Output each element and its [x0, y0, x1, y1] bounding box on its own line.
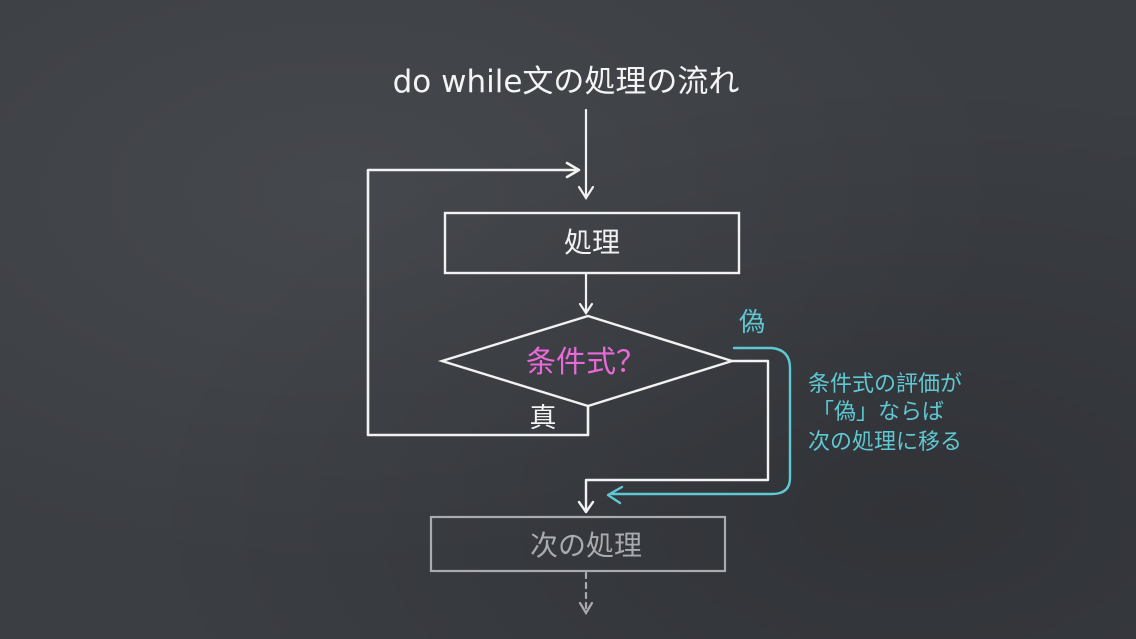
note-line-1: 条件式の評価が [808, 372, 962, 397]
false-path-highlight [606, 346, 792, 505]
entry-arrow [577, 108, 595, 201]
false-path [577, 359, 770, 514]
continuation-arrow [578, 571, 594, 616]
process-label: 処理 [564, 226, 620, 259]
condition-node: 条件式？ [437, 314, 737, 408]
process-to-condition-arrow [578, 271, 594, 315]
note-line-2: 「偽」ならば [812, 400, 944, 425]
process-node: 処理 [443, 211, 741, 275]
note-line-3: 次の処理に移る [808, 430, 962, 455]
condition-label: 条件式？ [526, 345, 646, 380]
next-process-node: 次の処理 [429, 515, 727, 573]
false-label: 偽 [739, 308, 765, 338]
diagram-title: do while文の処理の流れ [393, 64, 740, 100]
true-label: 真 [530, 403, 557, 434]
false-note: 条件式の評価が 「偽」ならば 次の処理に移る [808, 372, 962, 455]
next-process-label: 次の処理 [530, 529, 642, 562]
loop-back-path [366, 161, 590, 437]
